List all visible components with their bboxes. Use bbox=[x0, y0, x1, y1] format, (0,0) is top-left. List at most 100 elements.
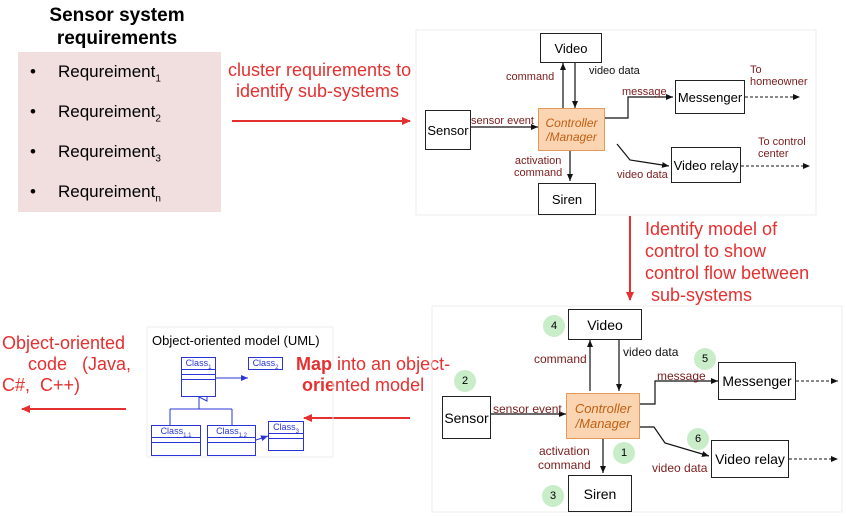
requirement-label: Requreiment bbox=[58, 62, 156, 81]
top-to-homeowner-line2: homeowner bbox=[750, 76, 808, 88]
top-controller-line1: Controller bbox=[545, 115, 598, 130]
top-siren-box: Siren bbox=[538, 183, 596, 215]
flow-message-top bbox=[605, 94, 673, 119]
requirement-subscript: 2 bbox=[155, 113, 161, 125]
top-controller-line2: /Manager bbox=[546, 129, 597, 144]
control-step-line3: control flow between bbox=[645, 263, 810, 283]
top-to-control-line2: center bbox=[758, 148, 789, 160]
requirement-subscript: 1 bbox=[155, 73, 161, 85]
bottom-command-label: command bbox=[534, 352, 587, 366]
uml-class-1-name: Class bbox=[185, 358, 209, 368]
uml-class-1-1-name: Class bbox=[160, 426, 184, 436]
top-command-label: command bbox=[506, 71, 555, 83]
flow-video-relay-top bbox=[616, 143, 670, 168]
bottom-video-box: Video bbox=[568, 309, 642, 340]
uml-class-1-2: Class1.2 bbox=[207, 425, 256, 456]
flow-video-relay-bottom bbox=[640, 426, 710, 457]
step-circle-2: 2 bbox=[454, 370, 476, 392]
uml-class-3: Class3 bbox=[268, 421, 304, 451]
code-step-line2: code (Java, bbox=[28, 354, 132, 374]
map-step-line1: into an object- bbox=[332, 354, 451, 374]
code-step-line3: C#, C++) bbox=[2, 375, 81, 395]
requirement-item: •Requreiment1 bbox=[30, 62, 161, 85]
top-video-relay-label: Video relay bbox=[673, 157, 739, 173]
bottom-messenger-label: Messenger bbox=[722, 373, 792, 389]
requirement-subscript: 3 bbox=[155, 153, 161, 165]
bottom-activation-line2: command bbox=[538, 458, 591, 472]
requirement-item: •Requreiment2 bbox=[30, 102, 161, 125]
top-sensor-label: Sensor bbox=[427, 122, 469, 138]
uml-class-1-sub: 1 bbox=[208, 364, 212, 371]
bottom-siren-label: Siren bbox=[583, 485, 617, 502]
cluster-step-line1: cluster requirements to bbox=[228, 60, 412, 80]
map-step-bold: Map bbox=[296, 354, 332, 374]
bottom-message-label: message bbox=[657, 369, 706, 383]
top-video-relay-box: Video relay bbox=[671, 147, 741, 183]
map-step-bold2: orie bbox=[302, 375, 336, 395]
code-step-line1: Object-oriented bbox=[2, 333, 126, 353]
map-step-line2: nted model bbox=[335, 375, 425, 395]
control-step-line4: sub-systems bbox=[651, 285, 753, 305]
bottom-sensor-label: Sensor bbox=[444, 409, 489, 426]
top-video-data-label: video data bbox=[589, 65, 640, 77]
top-activation-label: activation command bbox=[514, 155, 562, 179]
requirements-title: Sensor system requirements bbox=[22, 4, 212, 50]
top-sensor-event-label: sensor event bbox=[471, 115, 534, 127]
top-sensor-box: Sensor bbox=[425, 110, 471, 150]
bottom-diagram-frame bbox=[431, 305, 843, 513]
top-to-control-line1: To control bbox=[758, 136, 806, 148]
uml-dependency bbox=[255, 435, 269, 442]
code-step-label: Object-oriented code (Java, C#, C++) bbox=[2, 333, 131, 396]
top-to-homeowner-label: To homeowner bbox=[750, 64, 807, 88]
top-to-control-center-label: To control center bbox=[758, 136, 806, 160]
bottom-sensor-event-label: sensor event bbox=[493, 402, 562, 416]
map-step-label: Map into an object- oriented model bbox=[296, 354, 450, 396]
bottom-video-relay-label: Video relay bbox=[715, 451, 785, 467]
bottom-video-data-label: video data bbox=[623, 345, 679, 359]
bottom-controller-box: Controller /Manager bbox=[566, 393, 640, 439]
top-siren-label: Siren bbox=[551, 191, 583, 207]
control-step-line2: control to show bbox=[645, 241, 767, 261]
bottom-controller-line2: /Manager bbox=[575, 416, 631, 431]
bottom-video-label: Video bbox=[587, 316, 623, 333]
requirements-box bbox=[18, 52, 221, 212]
step-circle-5: 5 bbox=[694, 348, 716, 370]
top-to-homeowner-line1: To bbox=[750, 64, 762, 76]
step-circle-4: 4 bbox=[543, 315, 565, 337]
bottom-video-data-bottom-label: video data bbox=[652, 461, 708, 475]
top-video-data-bottom-label: video data bbox=[617, 169, 668, 181]
bottom-activation-label: activation command bbox=[538, 444, 591, 472]
bottom-messenger-box: Messenger bbox=[718, 362, 796, 400]
top-video-label: Video bbox=[554, 40, 588, 56]
top-message-label: message bbox=[622, 86, 667, 98]
cluster-step-label: cluster requirements to identify sub-sys… bbox=[228, 60, 411, 102]
uml-class-1-2-sub: 1.2 bbox=[238, 432, 247, 439]
flow-message-bottom bbox=[640, 378, 718, 405]
top-activation-line1: activation bbox=[514, 155, 562, 167]
uml-class-2-name: Class bbox=[252, 358, 276, 368]
uml-class-2-sub: 2 bbox=[275, 364, 279, 371]
bottom-sensor-box: Sensor bbox=[442, 396, 491, 439]
bottom-controller-line1: Controller bbox=[574, 401, 632, 416]
step-circle-1: 1 bbox=[613, 442, 635, 464]
requirement-subscript: n bbox=[155, 193, 161, 205]
requirement-label: Requreiment bbox=[58, 142, 156, 161]
uml-title: Object-oriented model (UML) bbox=[152, 333, 320, 348]
requirement-item: •Requreiment3 bbox=[30, 142, 161, 165]
top-video-box: Video bbox=[540, 33, 602, 63]
uml-class-1: Class1 bbox=[181, 357, 216, 397]
bottom-video-relay-box: Video relay bbox=[711, 440, 789, 478]
top-messenger-label: Messenger bbox=[677, 89, 743, 105]
control-step-label: Identify model of control to show contro… bbox=[645, 218, 809, 306]
requirement-label: Requreiment bbox=[58, 102, 156, 121]
uml-class-1-1: Class1.1 bbox=[151, 425, 201, 456]
uml-frame bbox=[146, 326, 334, 458]
step-circle-6: 6 bbox=[687, 428, 709, 450]
uml-class-3-name: Class bbox=[273, 422, 296, 432]
top-messenger-box: Messenger bbox=[675, 80, 745, 114]
bottom-siren-box: Siren bbox=[568, 475, 632, 512]
top-controller-box: Controller /Manager bbox=[538, 108, 605, 151]
step-circle-3: 3 bbox=[542, 485, 564, 507]
